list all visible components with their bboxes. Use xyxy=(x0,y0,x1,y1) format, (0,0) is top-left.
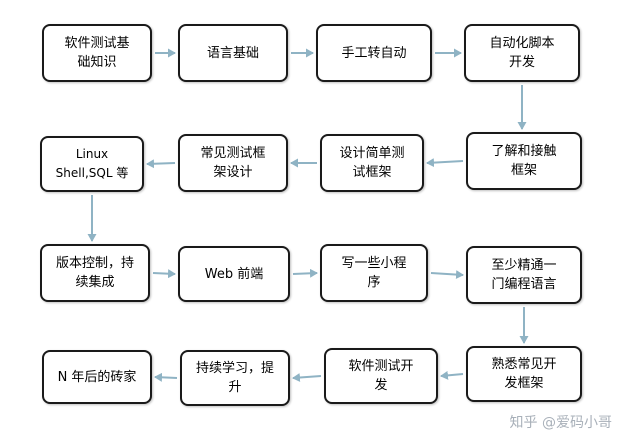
arrow-n11-to-n12 xyxy=(430,270,464,280)
arrow-n9-to-n10 xyxy=(152,269,176,279)
node-simple-test-framework: 设计简单测 试框架 xyxy=(320,134,424,192)
arrow-n10-to-n11 xyxy=(292,268,318,278)
node-common-dev-frameworks: 熟悉常见开 发框架 xyxy=(466,346,582,402)
node-linux-shell-sql: Linux Shell,SQL 等 xyxy=(40,136,144,192)
watermark-text: 知乎 @爱码小哥 xyxy=(509,415,612,431)
node-write-small-programs: 写一些小程 序 xyxy=(320,244,428,302)
node-test-development: 软件测试开 发 xyxy=(324,348,438,404)
node-master-a-language: 至少精通一 门编程语言 xyxy=(466,246,582,304)
node-language-basics: 语言基础 xyxy=(178,24,288,82)
node-automation-script-dev: 自动化脚本 开发 xyxy=(464,24,580,82)
node-understand-frameworks: 了解和接触 框架 xyxy=(466,132,582,190)
arrow-n13-to-n14 xyxy=(440,370,464,380)
node-expert-after-years: N 年后的砖家 xyxy=(42,350,152,404)
arrow-n14-to-n15 xyxy=(292,373,322,382)
node-continuous-learning: 持续学习，提 升 xyxy=(180,350,290,406)
arrow-n7-to-n8 xyxy=(146,159,176,169)
node-version-control-ci: 版本控制，持 续集成 xyxy=(40,244,150,302)
node-software-testing-basics: 软件测试基 础知识 xyxy=(42,24,152,82)
node-common-test-framework: 常见测试框 架设计 xyxy=(178,134,288,192)
arrow-n15-to-n16 xyxy=(154,372,178,382)
arrow-n5-to-n6 xyxy=(426,158,464,168)
node-web-frontend: Web 前端 xyxy=(178,246,290,302)
node-manual-to-automation: 手工转自动 xyxy=(316,24,432,82)
